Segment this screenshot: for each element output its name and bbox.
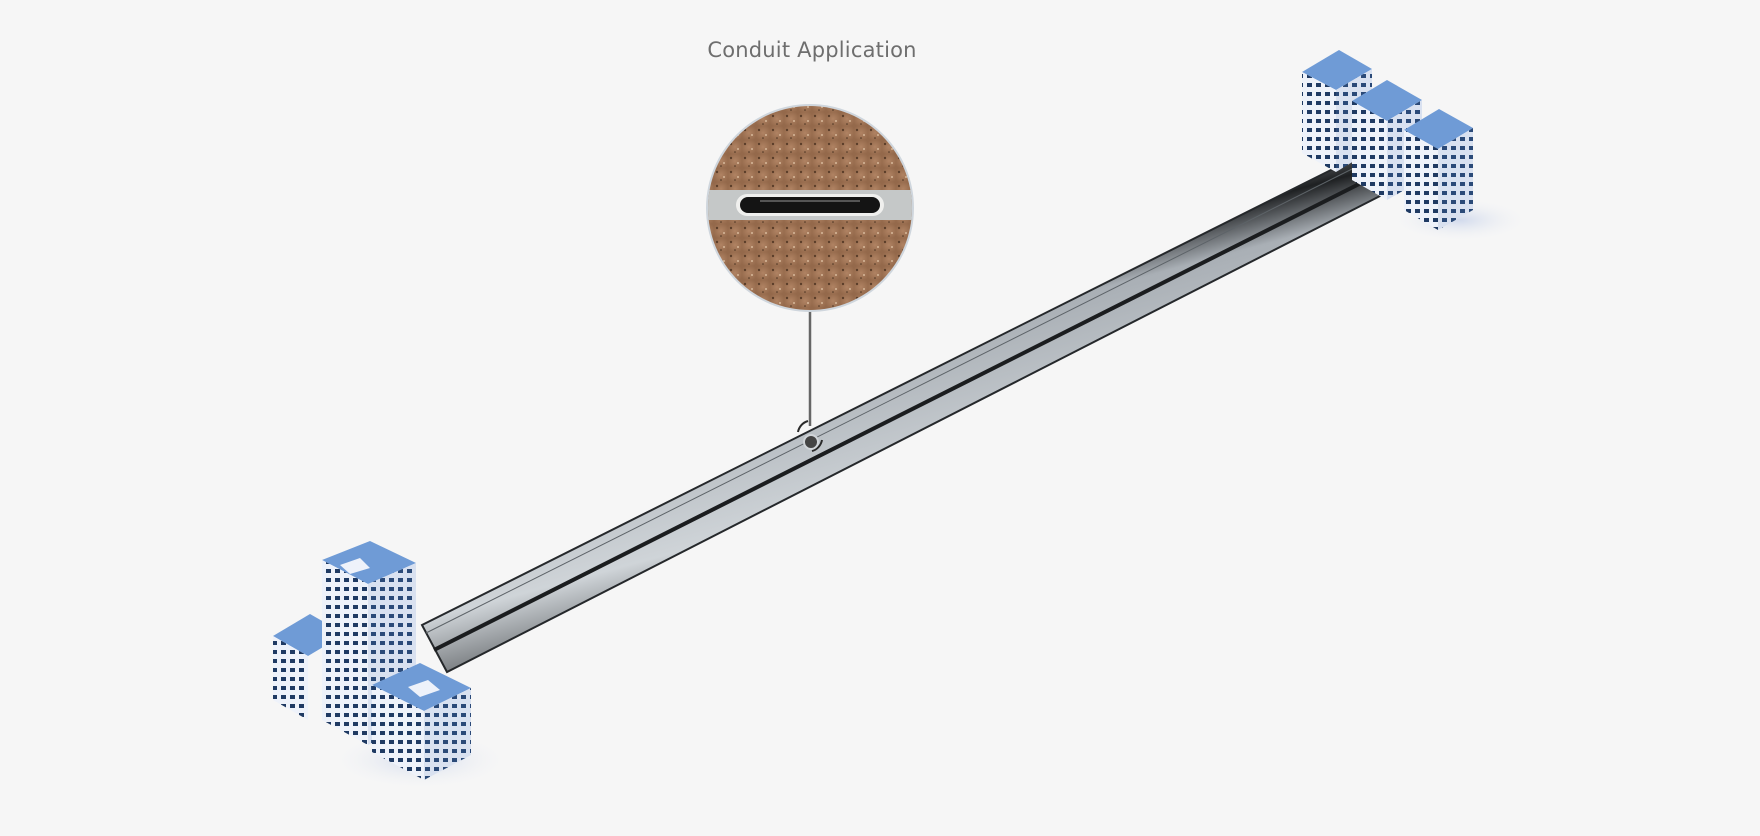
callout-marker-icon bbox=[797, 310, 823, 452]
building-cluster-right-icon bbox=[1302, 50, 1530, 242]
diagram-title: Conduit Application bbox=[707, 38, 917, 62]
magnifier-callout-icon bbox=[706, 104, 914, 312]
building-cluster-left-icon bbox=[273, 541, 510, 790]
